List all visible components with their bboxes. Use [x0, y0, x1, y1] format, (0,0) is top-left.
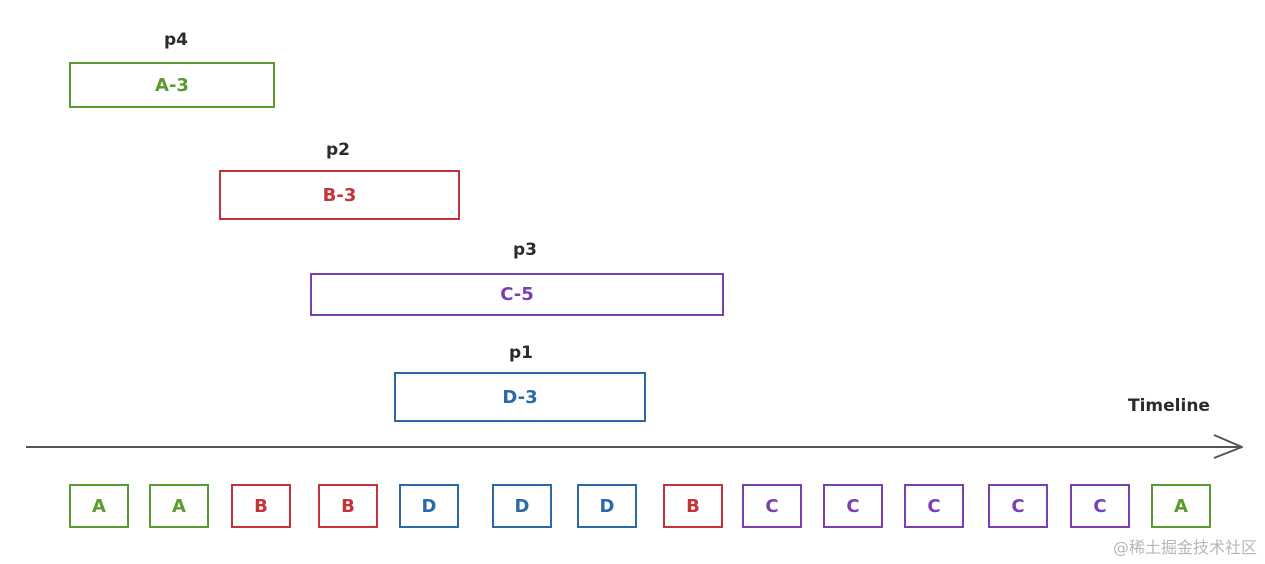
timeline-slot: B — [231, 484, 291, 528]
task-label-p2: p2 — [326, 140, 350, 160]
timeline-slot: B — [318, 484, 378, 528]
timeline-slot: D — [577, 484, 637, 528]
timeline-slot: D — [399, 484, 459, 528]
watermark: @稀土掘金技术社区 — [1112, 538, 1257, 557]
task-bar-d: D-3 — [394, 372, 646, 422]
timeline-slot: D — [492, 484, 552, 528]
task-bar-c: C-5 — [310, 273, 724, 316]
timeline-slot: C — [1070, 484, 1130, 528]
axis-arrowhead — [1213, 434, 1243, 459]
timeline-slot: B — [663, 484, 723, 528]
task-label-p1: p1 — [509, 343, 533, 363]
timeline-slot: C — [988, 484, 1048, 528]
task-label-p4: p4 — [164, 30, 188, 50]
task-bar-b: B-3 — [219, 170, 460, 220]
task-label-p3: p3 — [513, 240, 537, 260]
timeline-slot: A — [69, 484, 129, 528]
timeline-slot: A — [149, 484, 209, 528]
timeline-label: Timeline — [1128, 396, 1210, 416]
task-bar-a: A-3 — [69, 62, 275, 108]
timeline-slot: A — [1151, 484, 1211, 528]
timeline-slot: C — [823, 484, 883, 528]
timeline-slot: C — [904, 484, 964, 528]
timeline-slot: C — [742, 484, 802, 528]
